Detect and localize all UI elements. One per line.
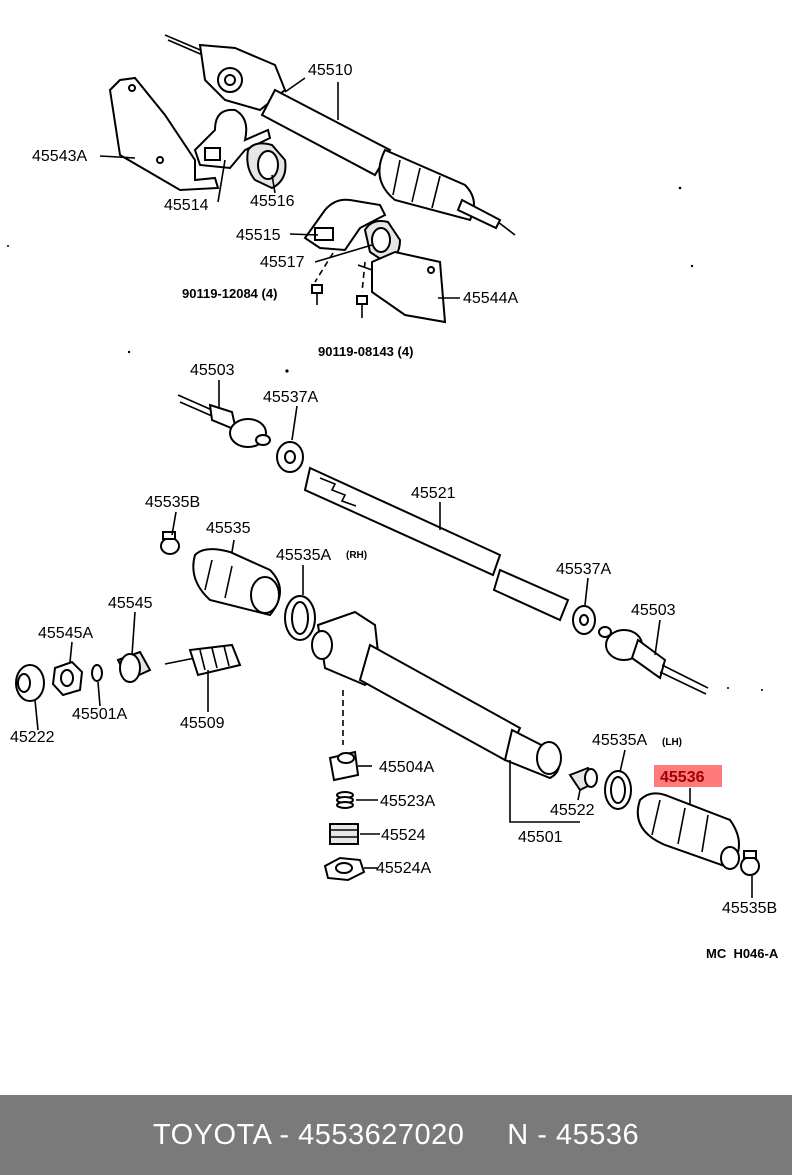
bolt-90119-08143 (356, 261, 368, 318)
cap-45222 (15, 664, 45, 702)
label-45516: 45516 (250, 193, 295, 210)
leader-lines (34, 77, 753, 898)
label-45222: 45222 (10, 729, 55, 746)
label-45544A: 45544A (463, 290, 518, 307)
spring-45523A (336, 791, 354, 809)
ref-number: 45536 (555, 1118, 640, 1151)
lock-washer-45537A-right (572, 605, 596, 635)
label-45535B-left: 45535B (145, 494, 200, 511)
locknut-45524A (323, 856, 366, 882)
label-rh-note: (RH) (346, 550, 367, 561)
label-45535: 45535 (206, 520, 251, 537)
label-45522: 45522 (550, 802, 595, 819)
ring-45501A (91, 664, 103, 682)
label-45524A: 45524A (376, 860, 431, 877)
lock-washer-45537A-top (276, 441, 304, 473)
label-45517: 45517 (260, 254, 305, 271)
footer-bar: TOYOTA - 4553627020 N - 45536 (0, 1095, 792, 1175)
label-45543A: 45543A (32, 148, 87, 165)
label-45515: 45515 (236, 227, 281, 244)
bracket-45544A (357, 250, 447, 324)
gap (464, 1119, 507, 1151)
label-45537A-right: 45537A (556, 561, 611, 578)
label-90119-12084: 90119-12084 (4) (182, 286, 277, 301)
part-number: 4553627020 (298, 1118, 465, 1151)
bushing-45522 (568, 766, 598, 792)
brand-name: TOYOTA (152, 1118, 271, 1151)
label-45523A: 45523A (380, 793, 435, 810)
bolt-90119-12084 (311, 252, 334, 305)
label-45545: 45545 (108, 595, 153, 612)
clamp-45535B-left (160, 531, 180, 555)
tie-rod-end-45503-right (598, 626, 709, 695)
clamp-45535B-right (740, 850, 760, 876)
label-45535A-rh: 45535A (276, 547, 331, 564)
label-45504A: 45504A (379, 759, 434, 776)
label-lh-note: (LH) (662, 737, 682, 748)
rack-housing-45501 (311, 610, 562, 780)
tie-rod-end-45503-left (177, 394, 271, 448)
label-45501A: 45501A (72, 706, 127, 723)
clip-45535A-lh (604, 770, 632, 810)
ref-prefix: N (507, 1118, 529, 1151)
rack-guide-45504A (328, 750, 360, 782)
rack-45521 (303, 466, 570, 622)
label-45509: 45509 (180, 715, 225, 732)
boot-45536 (636, 792, 740, 870)
parts-diagram: 45510 45543A 45514 45516 45515 45517 901… (7, 34, 779, 961)
label-45524: 45524 (381, 827, 426, 844)
clip-45535A-rh (284, 595, 316, 641)
highlight-box (654, 765, 722, 787)
label-45503-top: 45503 (190, 362, 235, 379)
clamp-45515 (303, 198, 387, 252)
clamp-45514 (193, 108, 272, 170)
locknut-45545A (51, 660, 84, 697)
label-45536-highlighted: 45536 (660, 769, 705, 786)
label-45545A: 45545A (38, 625, 93, 642)
scan-specks (7, 186, 763, 691)
cap-45524 (329, 823, 359, 845)
pinion-45509 (164, 643, 242, 677)
steering-rack-assembly-45510 (164, 34, 516, 236)
label-45535B-right: 45535B (722, 900, 777, 917)
label-90119-08143: 90119-08143 (4) (318, 344, 413, 359)
diagram-code: MC H046-A (706, 946, 779, 961)
separator-2: - (528, 1118, 556, 1151)
separator: - (270, 1118, 299, 1151)
part-labels: 45510 45543A 45514 45516 45515 45517 901… (10, 62, 779, 961)
boot-45535 (192, 548, 281, 617)
label-45521: 45521 (411, 485, 456, 502)
label-45535A-lh: 45535A (592, 732, 647, 749)
label-45510: 45510 (308, 62, 353, 79)
thread-left (164, 34, 206, 53)
label-45514: 45514 (164, 197, 209, 214)
bracket-45543A (108, 76, 220, 192)
part-title: TOYOTA - 4553627020 N - 45536 (153, 1119, 639, 1152)
label-45501: 45501 (518, 829, 563, 846)
label-45503-right: 45503 (631, 602, 676, 619)
plug-45545 (116, 650, 152, 683)
bushing-45516 (246, 142, 287, 190)
label-45537A-top: 45537A (263, 389, 318, 406)
